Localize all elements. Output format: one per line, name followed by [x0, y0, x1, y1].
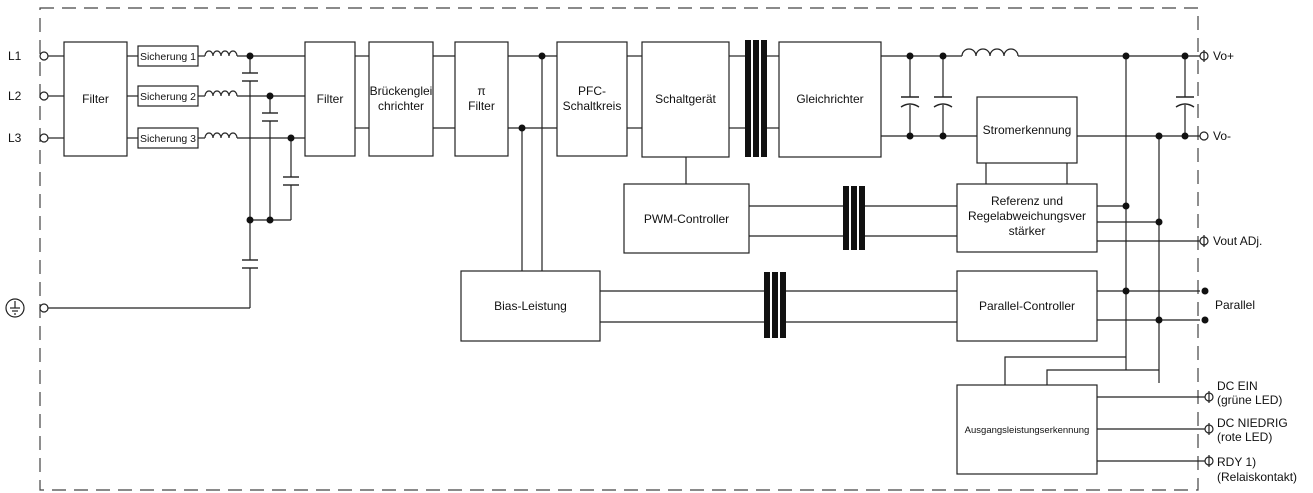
- reference-label-line-3: stärker: [1009, 224, 1046, 238]
- bias-supply-block: Bias-Leistung: [460, 270, 601, 342]
- reference-label-line-1: Referenz und: [991, 194, 1063, 208]
- reference-amplifier-block: Referenz und Regelabweichungsver stärker: [956, 183, 1098, 253]
- enclosure-boundary: [39, 7, 1199, 491]
- output-detection-block: Ausgangsleistungserkennung: [956, 384, 1098, 475]
- current-sense-label: Stromerkennung: [983, 123, 1072, 137]
- pfc-label-line-1: PFC-: [578, 84, 606, 98]
- output-terminals: [1199, 50, 1214, 467]
- pfc-label-line-2: Schaltkreis: [563, 99, 622, 113]
- input-label-l3: L3: [8, 131, 22, 145]
- output-label-dc-niedrig-line-2: (rote LED): [1217, 430, 1272, 444]
- capacitors: [242, 72, 1195, 269]
- fuse-2-label: Sicherung 2: [140, 91, 196, 103]
- bridge-rectifier-label-line-2: chrichter: [378, 99, 424, 113]
- output-label-dc-niedrig-line-1: DC NIEDRIG: [1217, 416, 1288, 430]
- input-label-l1: L1: [8, 49, 22, 63]
- fuse-3-block: Sicherung 3: [137, 127, 199, 149]
- bridge-rectifier-block: Brückenglei chrichter: [368, 41, 434, 157]
- pi-filter-label-line-1: π: [477, 84, 485, 98]
- filter-2-label: Filter: [317, 92, 344, 106]
- junction-dots: [246, 52, 1209, 324]
- output-detection-label: Ausgangsleistungserkennung: [965, 425, 1090, 436]
- parallel-controller-block: Parallel-Controller: [956, 270, 1098, 342]
- rectifier-label: Gleichrichter: [796, 92, 863, 106]
- output-label-parallel: Parallel: [1215, 298, 1255, 312]
- switching-device-block: Schaltgerät: [641, 41, 730, 158]
- earth-ground-icon: [5, 298, 25, 318]
- output-label-vo-minus: Vo-: [1213, 129, 1231, 143]
- input-label-l2: L2: [8, 89, 22, 103]
- fuse-1-block: Sicherung 1: [137, 45, 199, 67]
- fuse-1-label: Sicherung 1: [140, 51, 196, 63]
- output-label-vo-plus: Vo+: [1213, 49, 1234, 63]
- rectifier-block: Gleichrichter: [778, 41, 882, 158]
- pwm-controller-block: PWM-Controller: [623, 183, 750, 254]
- bias-supply-label: Bias-Leistung: [494, 299, 567, 313]
- output-label-rdy-line-2: (Relaiskontakt): [1217, 470, 1297, 484]
- pwm-controller-label: PWM-Controller: [644, 212, 729, 226]
- wires: [48, 55, 1205, 462]
- parallel-controller-label: Parallel-Controller: [979, 299, 1075, 313]
- filter-2-block: Filter: [304, 41, 356, 157]
- output-label-dc-ein-line-1: DC EIN: [1217, 379, 1258, 393]
- fuse-2-block: Sicherung 2: [137, 85, 199, 107]
- bridge-rectifier-label-line-1: Brückenglei: [370, 84, 433, 98]
- output-label-rdy-line-1: RDY 1): [1217, 455, 1256, 469]
- filter-1-label: Filter: [82, 92, 109, 106]
- output-label-dc-ein-line-2: (grüne LED): [1217, 393, 1282, 407]
- fuse-3-label: Sicherung 3: [140, 133, 196, 145]
- pi-filter-block: π Filter: [454, 41, 509, 157]
- reference-label-line-2: Regelabweichungsver: [968, 209, 1086, 223]
- filter-1-block: Filter: [63, 41, 128, 157]
- transformers: [745, 40, 865, 338]
- pfc-circuit-block: PFC- Schaltkreis: [556, 41, 628, 157]
- pi-filter-label-line-2: Filter: [468, 99, 495, 113]
- inductors: [204, 48, 1019, 139]
- switching-device-label: Schaltgerät: [655, 92, 716, 106]
- current-sense-block: Stromerkennung: [976, 96, 1078, 164]
- output-label-vout-adj: Vout ADj.: [1213, 234, 1262, 248]
- input-terminals: [39, 51, 49, 313]
